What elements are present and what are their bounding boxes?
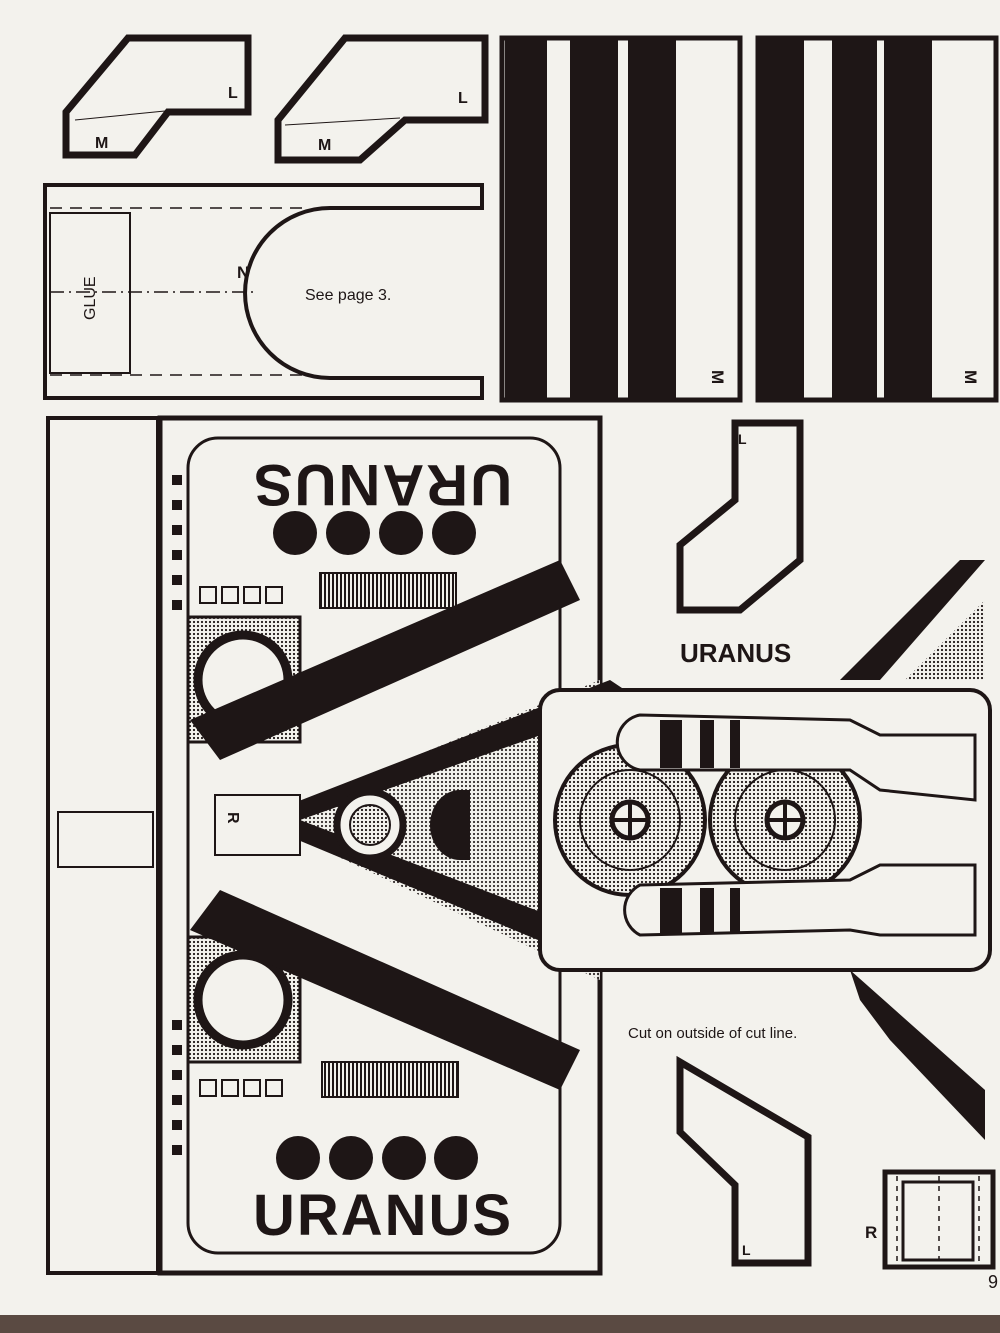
stripe-panel-1 <box>499 35 743 403</box>
glue-piece <box>43 183 484 400</box>
ship-name-upside-down: URANUS <box>252 452 512 517</box>
fin-mark-bottom: L <box>742 1242 751 1258</box>
cut-instructions: Cut on outside of cut line. <box>628 1025 797 1042</box>
porthole-row-bottom <box>276 1136 478 1180</box>
label-l: L <box>228 85 238 102</box>
porthole-row-top <box>273 511 476 555</box>
fin-mark-top: L <box>738 431 747 447</box>
r-label: R <box>224 812 241 824</box>
see-page-note: See page 3. <box>305 287 391 304</box>
glue-label: GLUE <box>82 276 99 320</box>
label-m: M <box>95 135 108 152</box>
label-m: M <box>318 137 331 154</box>
page-number: 9 <box>988 1272 998 1292</box>
label-m: M <box>961 370 980 384</box>
small-box-piece <box>882 1169 996 1270</box>
label-l: L <box>458 90 468 107</box>
fin-piece-bottom <box>676 1055 812 1267</box>
stripe-panel-2 <box>755 35 999 403</box>
fin-piece-top <box>676 419 804 614</box>
small-box-r-label: R <box>865 1223 877 1242</box>
tab-piece-2 <box>274 34 489 164</box>
tab-piece-1 <box>62 34 252 159</box>
book-edge <box>0 1315 1000 1333</box>
ship-name-bottom: URANUS <box>253 1183 513 1248</box>
n-label: N <box>237 263 249 282</box>
label-m: M <box>708 370 727 384</box>
fin-name: URANUS <box>680 638 791 668</box>
ship-body <box>46 415 992 1276</box>
